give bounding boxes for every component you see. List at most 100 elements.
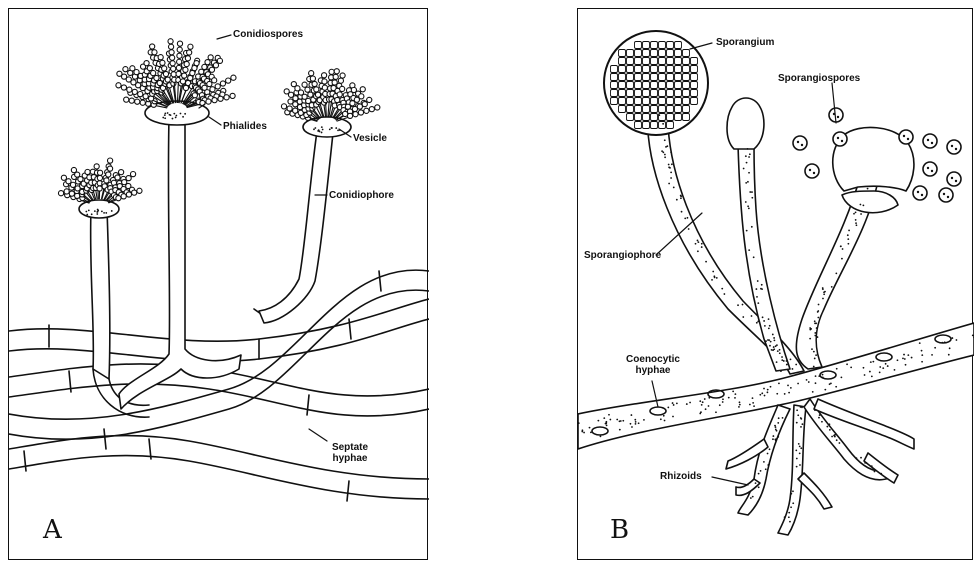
conidium <box>226 78 231 83</box>
conidium <box>220 81 225 86</box>
label-coenocytic-hyphae-line2: hyphae <box>618 365 688 376</box>
conidium <box>132 89 137 94</box>
sporangiospore <box>923 134 937 148</box>
conidium <box>97 170 102 175</box>
conidium <box>302 82 307 87</box>
sporangiospore <box>923 162 937 176</box>
label-coenocytic-hyphae-line1: Coenocytic <box>618 354 688 365</box>
conidium <box>130 172 135 177</box>
conidium <box>312 81 317 86</box>
conidium <box>70 182 75 187</box>
conidium <box>337 92 342 97</box>
conidium <box>140 100 145 105</box>
conidium <box>104 178 109 183</box>
conidium <box>107 166 112 171</box>
conidium <box>207 81 212 86</box>
conidium <box>333 74 338 79</box>
conidium <box>168 44 173 49</box>
conidium <box>127 87 132 92</box>
sporangiospore <box>805 164 819 178</box>
conidium <box>115 175 120 180</box>
conidium <box>199 69 204 74</box>
conidium <box>309 71 314 76</box>
conidium <box>162 66 167 71</box>
conidium <box>369 107 374 112</box>
conidium <box>123 67 128 72</box>
sporangiospore <box>939 188 953 202</box>
conidium <box>163 71 168 76</box>
conidium <box>177 59 182 64</box>
label-coenocytic-hyphae: Coenocytic hyphae <box>618 354 688 376</box>
conidium <box>362 102 367 107</box>
conidium <box>329 69 334 74</box>
conidium <box>375 105 380 110</box>
label-phialides: Phialides <box>223 121 267 132</box>
conidium <box>202 64 207 69</box>
conidium <box>116 196 121 201</box>
conidium <box>322 79 327 84</box>
conidium <box>137 188 142 193</box>
sporangiospore <box>899 130 913 144</box>
conidium <box>321 73 326 78</box>
conidium <box>212 98 217 103</box>
conidium <box>117 71 122 76</box>
panel-b-coenocytic-fungus: Sporangium Sporangiospores Sporangiophor… <box>577 8 973 560</box>
conidium <box>177 47 182 52</box>
conidium <box>190 70 195 75</box>
conidium <box>322 85 327 90</box>
conidium <box>347 113 352 118</box>
conidium <box>143 94 148 99</box>
conidium <box>231 75 236 80</box>
conidium <box>138 92 143 97</box>
conidium <box>126 176 131 181</box>
sporangiophore-left <box>647 101 804 374</box>
conidium <box>340 73 345 78</box>
label-sporangium: Sporangium <box>716 37 774 48</box>
conidium <box>210 87 215 92</box>
label-sporangiophore: Sporangiophore <box>584 250 661 261</box>
label-septate-hyphae: Septate hyphae <box>325 442 375 464</box>
conidium <box>218 96 223 101</box>
conidium <box>209 67 214 72</box>
conidium <box>97 175 102 180</box>
conidium <box>305 87 310 92</box>
conidium <box>288 99 293 104</box>
conidium <box>213 63 218 68</box>
conidium <box>94 164 99 169</box>
conidium <box>126 192 131 197</box>
conidium <box>85 169 90 174</box>
conidium <box>171 66 176 71</box>
conidium <box>119 170 124 175</box>
conidium <box>340 86 345 91</box>
conidium <box>170 55 175 60</box>
conidiophore-right <box>259 117 351 323</box>
conidium <box>108 158 113 163</box>
conidium <box>121 194 126 199</box>
conidium <box>367 97 372 102</box>
conidium <box>334 69 339 74</box>
conidium <box>212 78 217 83</box>
conidium <box>151 70 156 75</box>
conidium <box>170 61 175 66</box>
conidium <box>187 50 192 55</box>
conidium <box>217 58 222 63</box>
conidium <box>144 61 149 66</box>
conidium <box>310 76 315 81</box>
conidium <box>177 41 182 46</box>
cytoplasm-stipple <box>578 114 974 522</box>
conidium <box>147 66 152 71</box>
conidium <box>168 39 173 44</box>
conidium <box>230 93 235 98</box>
conidium <box>61 175 66 180</box>
label-conidiophore: Conidiophore <box>329 190 394 201</box>
conidium <box>160 60 165 65</box>
conidium <box>66 179 71 184</box>
conidium <box>338 78 343 83</box>
conidium <box>58 191 63 196</box>
conidium <box>182 73 187 78</box>
conidium <box>281 104 286 109</box>
conidium <box>177 53 182 58</box>
conidium <box>215 84 220 89</box>
conidium <box>360 87 365 92</box>
septate-hyphae <box>9 270 429 501</box>
